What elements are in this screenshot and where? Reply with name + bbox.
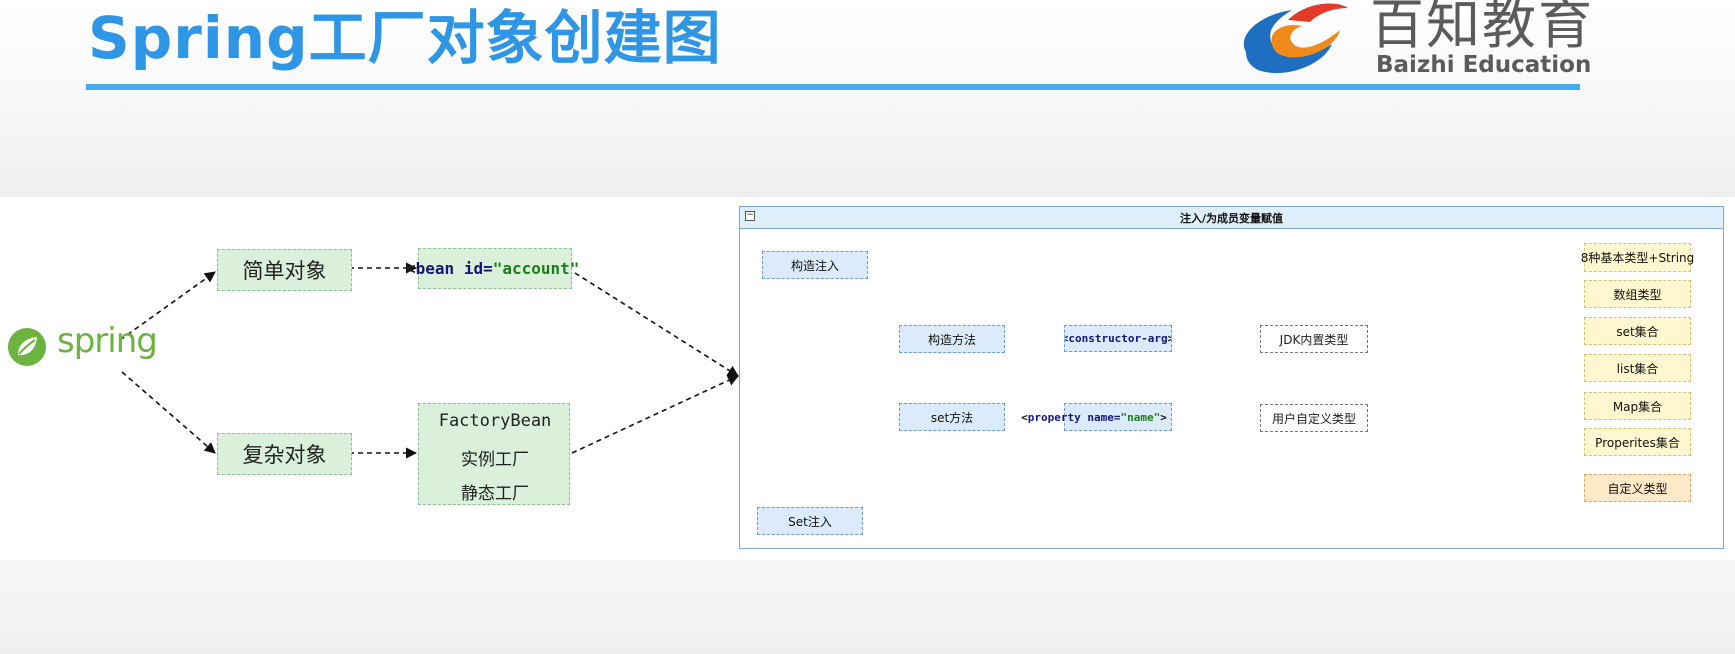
bean-tag-code: <bean id="account" — [406, 259, 579, 278]
factory-list-box: FactoryBean 实例工厂 静态工厂 — [418, 403, 570, 505]
jdk-item-3: list集合 — [1584, 354, 1691, 382]
jdk-item-2: set集合 — [1584, 317, 1691, 345]
jdk-item-4: Map集合 — [1584, 392, 1691, 420]
property-tag-tag: property — [1027, 410, 1081, 424]
property-tag-close: > — [1160, 410, 1167, 424]
jdk-item-2-label: set集合 — [1616, 324, 1659, 339]
jdk-item-5: Properites集合 — [1584, 428, 1691, 456]
bean-tag-keyword: bean — [415, 259, 455, 278]
constructor-method-box: 构造方法 — [899, 325, 1005, 353]
injection-panel: − 注入/为成员变量赋值 — [739, 206, 1724, 549]
custom-type-box: 自定义类型 — [1584, 474, 1691, 502]
jdk-item-3-label: list集合 — [1616, 361, 1659, 376]
user-types-box: 用户自定义类型 — [1260, 404, 1368, 432]
user-types-label: 用户自定义类型 — [1271, 411, 1356, 426]
arrow-spring-to-complex — [121, 371, 216, 454]
jdk-types-box: JDK内置类型 — [1260, 325, 1368, 353]
jdk-item-4-label: Map集合 — [1612, 399, 1663, 414]
jdk-item-1: 数组类型 — [1584, 280, 1691, 308]
title-underline — [86, 84, 1580, 90]
collapse-icon[interactable]: − — [745, 210, 755, 221]
jdk-item-1-label: 数组类型 — [1613, 287, 1662, 302]
constructor-arg-open: < — [1065, 332, 1068, 345]
custom-type-label: 自定义类型 — [1607, 481, 1668, 496]
arrow-bean-to-injection — [574, 272, 739, 377]
jdk-types-label: JDK内置类型 — [1279, 332, 1349, 347]
complex-object-label: 复杂对象 — [242, 443, 327, 467]
property-tag-box: <property name="name"> — [1021, 403, 1172, 431]
factory-item-0: FactoryBean — [438, 411, 552, 431]
property-tag-value: "name" — [1120, 410, 1161, 424]
bean-tag-box — [418, 248, 572, 289]
set-injection-label: Set注入 — [788, 514, 832, 529]
bean-tag-open: < — [406, 259, 416, 278]
property-tag-code: <property name="name"> — [1021, 411, 1167, 424]
baizhi-logo-icon — [1243, 3, 1348, 74]
set-method-box: set方法 — [899, 403, 1005, 431]
property-tag-attr: name= — [1087, 410, 1121, 424]
bean-tag-attr: id= — [463, 259, 493, 278]
bean-tag-value: "account" — [492, 259, 580, 278]
simple-object-label: 简单对象 — [242, 259, 327, 283]
jdk-item-0-label: 8种基本类型+String — [1580, 251, 1695, 265]
arrow-factory-to-injection — [571, 375, 740, 454]
slide-title: Spring工厂对象创建图 — [88, 4, 722, 72]
constructor-arg-close: > — [1168, 332, 1171, 345]
spring-logo-text: spring — [57, 321, 158, 361]
footer-background — [0, 560, 1735, 654]
arrow-spring-to-simple — [119, 271, 216, 341]
panel-header: − 注入/为成员变量赋值 — [740, 207, 1723, 229]
constructor-injection-label: 构造注入 — [790, 258, 839, 273]
set-method-label: set方法 — [930, 410, 974, 425]
panel-title: 注入/为成员变量赋值 — [1179, 212, 1284, 225]
constructor-injection-box: 构造注入 — [762, 251, 868, 279]
constructor-arg-code: <constructor-arg> — [1065, 332, 1171, 345]
constructor-arg-box: <constructor-arg> — [1064, 325, 1172, 352]
simple-object-box: 简单对象 — [217, 249, 352, 291]
spring-leaf-icon — [8, 328, 46, 366]
constructor-method-label: 构造方法 — [927, 332, 976, 347]
jdk-item-5-label: Properites集合 — [1595, 435, 1680, 450]
logo-chinese-text: 百知教育 — [1370, 0, 1594, 56]
jdk-item-0: 8种基本类型+String — [1581, 243, 1694, 272]
factory-item-1: 实例工厂 — [461, 450, 529, 470]
header-background — [0, 0, 1735, 197]
set-injection-box: Set注入 — [757, 507, 863, 535]
factory-item-2: 静态工厂 — [461, 484, 529, 504]
property-tag-open: < — [1021, 410, 1028, 424]
complex-object-box: 复杂对象 — [217, 433, 352, 475]
logo-english-text: Baizhi Education — [1376, 52, 1592, 78]
constructor-arg-tag: constructor-arg — [1068, 332, 1168, 345]
